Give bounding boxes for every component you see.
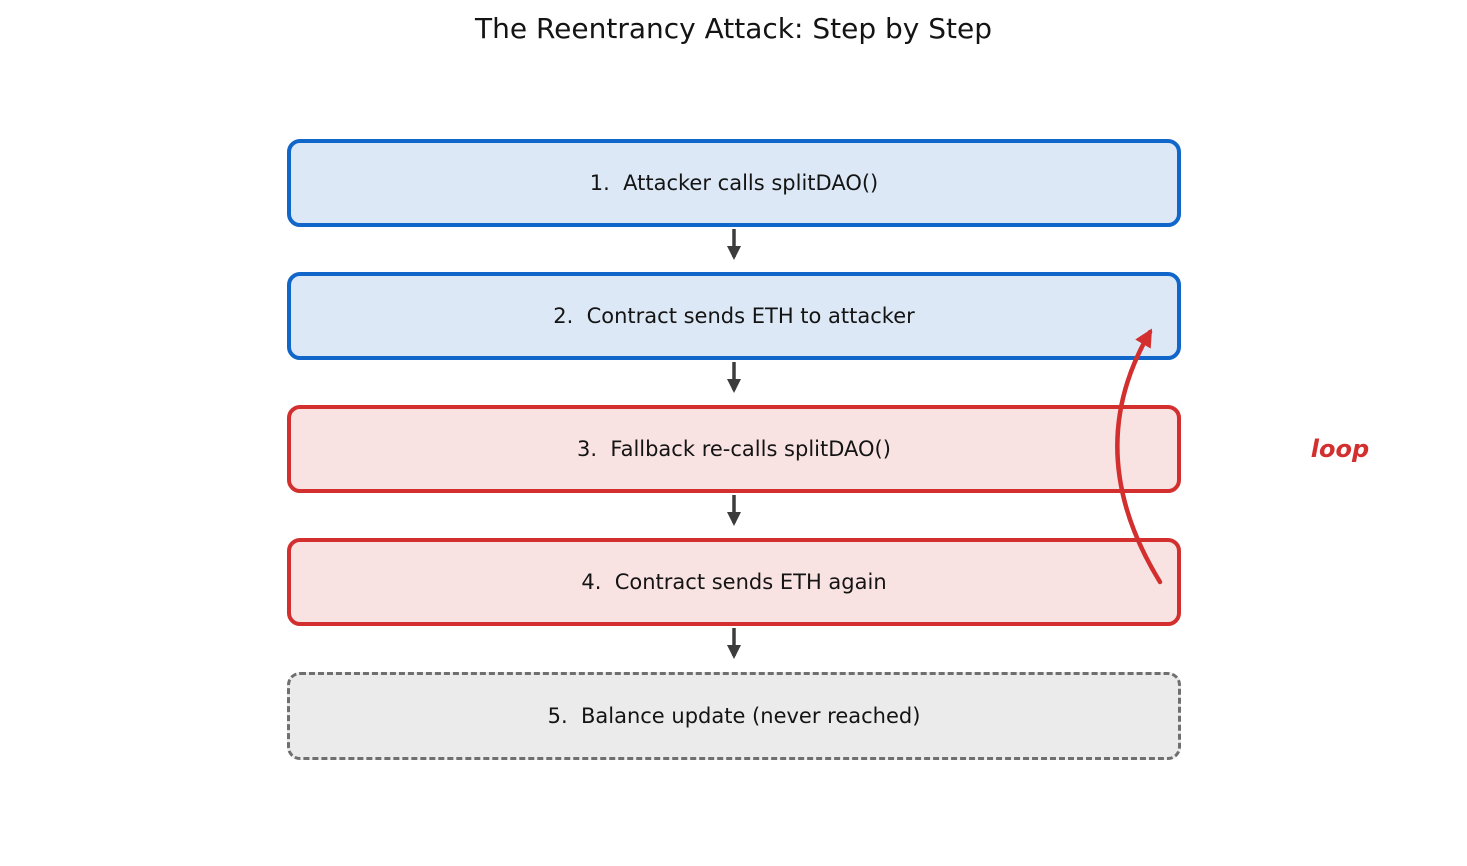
step-box-5: 5. Balance update (never reached) [287,672,1181,760]
step-label-1: 1. Attacker calls splitDAO() [589,171,879,195]
step-label-4: 4. Contract sends ETH again [581,570,887,594]
step-label-3: 3. Fallback re-calls splitDAO() [577,437,891,461]
step-box-3: 3. Fallback re-calls splitDAO() [287,405,1181,493]
loop-label: loop [1310,435,1370,463]
step-box-1: 1. Attacker calls splitDAO() [287,139,1181,227]
page-title: The Reentrancy Attack: Step by Step [474,12,992,45]
step-box-4: 4. Contract sends ETH again [287,538,1181,626]
step-box-2: 2. Contract sends ETH to attacker [287,272,1181,360]
step-label-5: 5. Balance update (never reached) [547,704,921,728]
step-label-2: 2. Contract sends ETH to attacker [553,304,915,328]
